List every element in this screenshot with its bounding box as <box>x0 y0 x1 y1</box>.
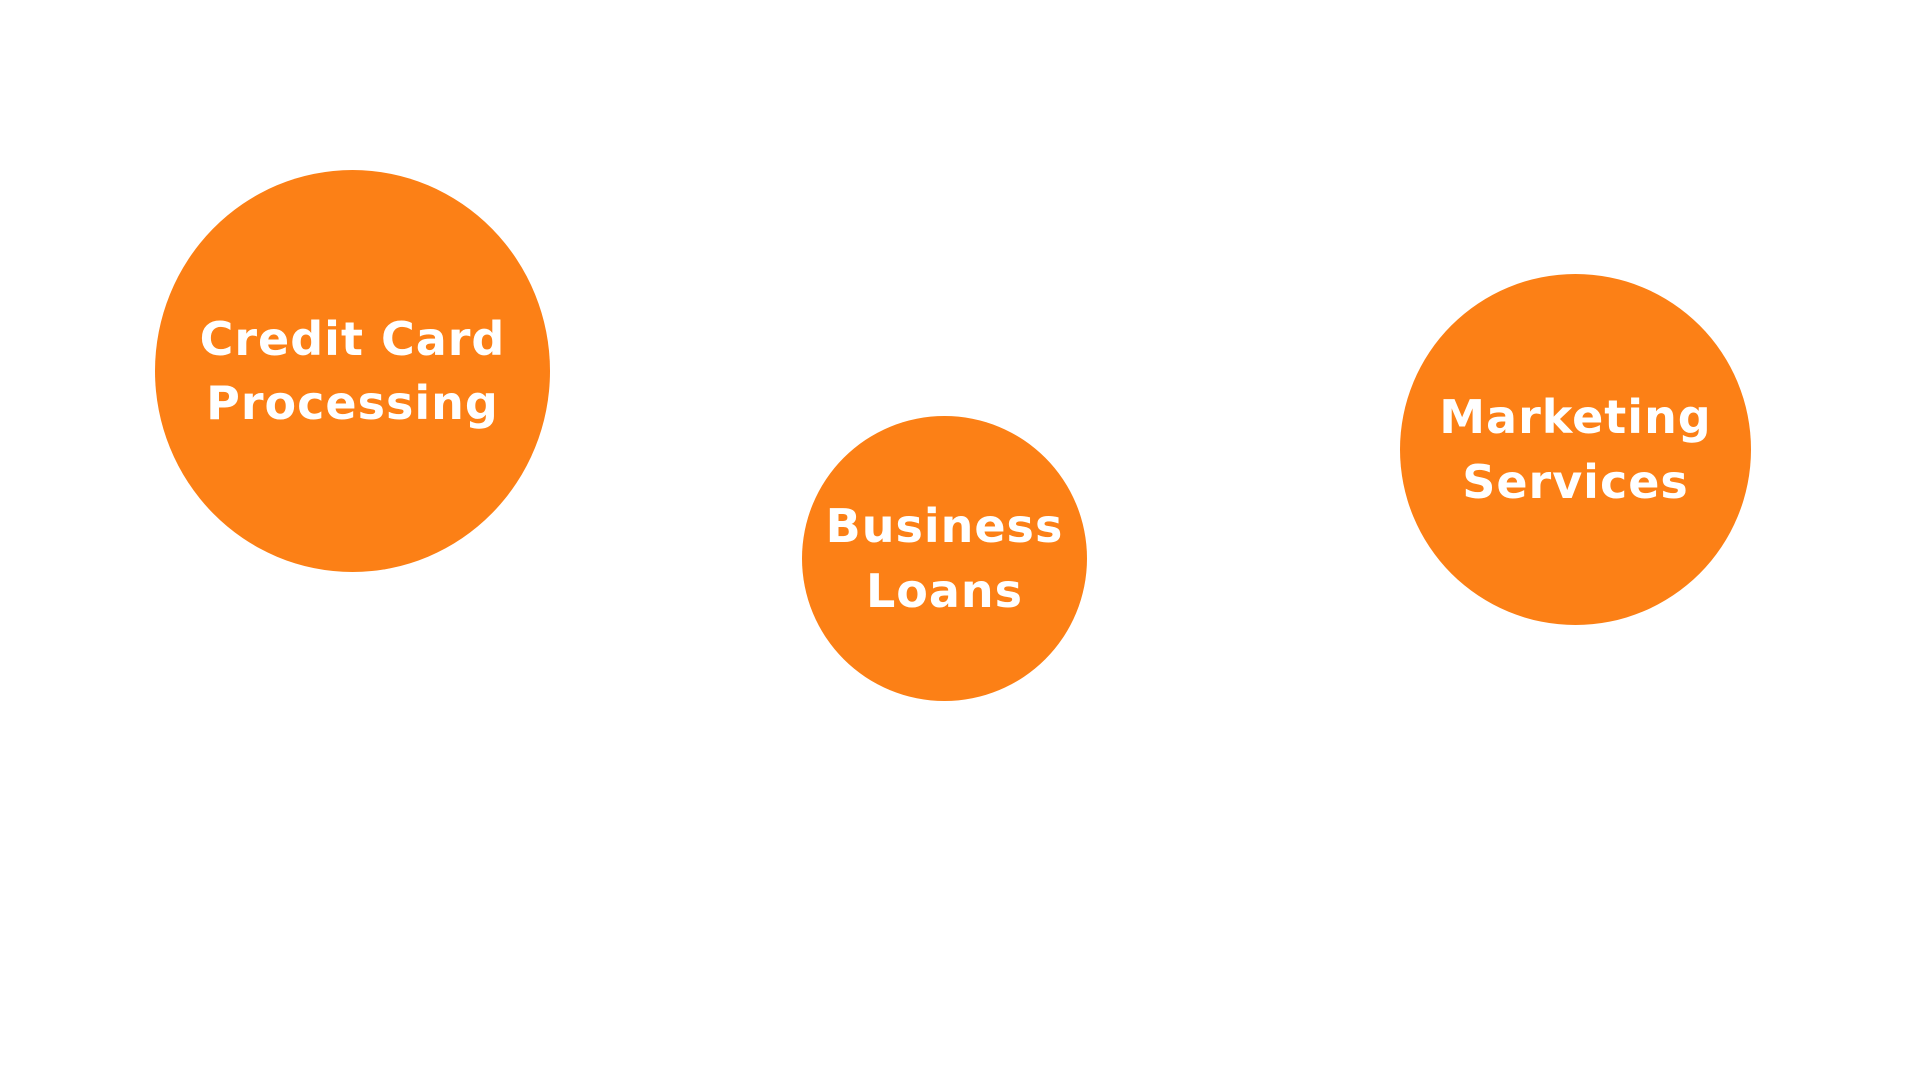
credit-card-processing-bubble[interactable]: Credit Card Processing <box>155 170 550 572</box>
bubble-label-line: Loans <box>865 563 1024 618</box>
bubble-label-line: Services <box>1462 454 1689 509</box>
business-loans-bubble[interactable]: Business Loans <box>802 416 1087 701</box>
bubble-label-line: Marketing <box>1439 390 1712 445</box>
bubble-label: Marketing Services <box>1439 385 1712 514</box>
marketing-services-bubble[interactable]: Marketing Services <box>1400 274 1751 625</box>
bubble-label: Business Loans <box>826 494 1064 623</box>
bubble-label-line: Credit Card <box>199 311 506 366</box>
bubble-label-line: Processing <box>206 376 499 430</box>
bubble-label-line: Business <box>825 499 1064 554</box>
bubble-label: Credit Card Processing <box>200 307 506 436</box>
